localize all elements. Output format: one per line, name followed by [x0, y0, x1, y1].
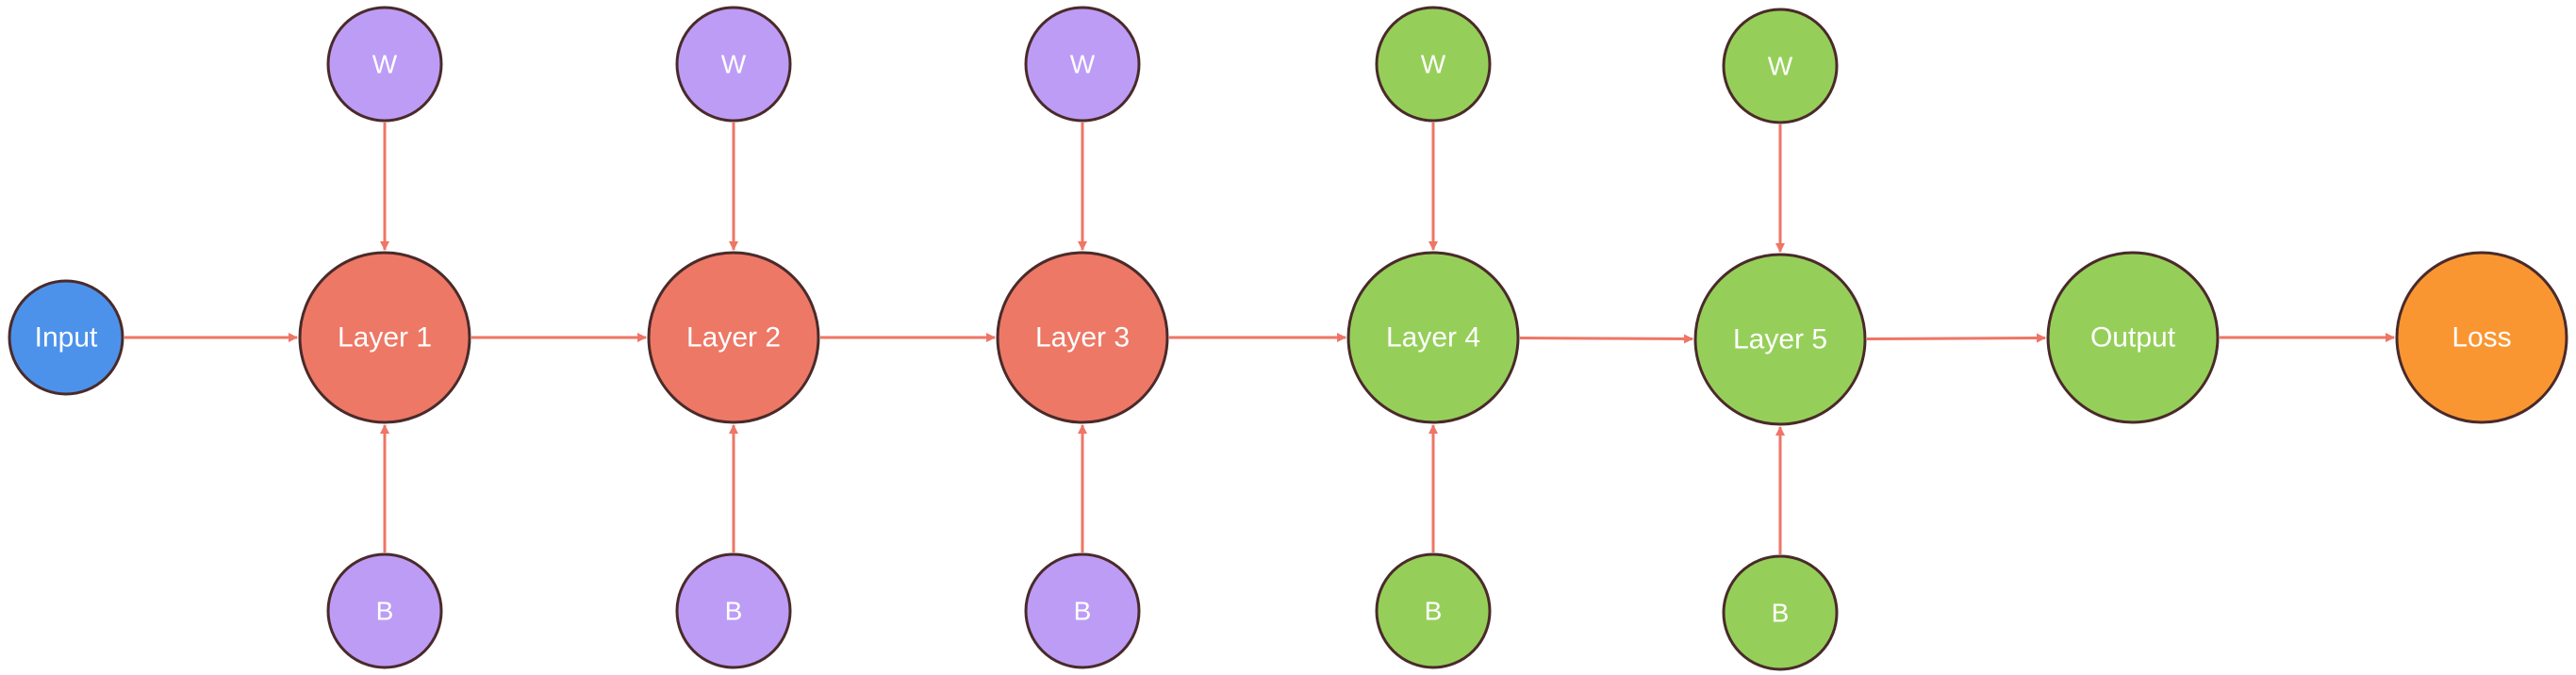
- node-w4-circle: [1375, 6, 1492, 123]
- node-input-circle: [8, 279, 124, 396]
- node-layer4-label: Layer 4: [1386, 322, 1480, 354]
- node-b3: B: [1024, 552, 1141, 669]
- node-b4-circle: [1375, 552, 1492, 669]
- node-layer1: Layer 1: [298, 251, 471, 424]
- node-layer5: Layer 5: [1693, 253, 1867, 426]
- node-output-label: Output: [2090, 322, 2176, 354]
- node-b5: B: [1722, 554, 1839, 671]
- node-w4-label: W: [1421, 50, 1446, 79]
- node-output: Output: [2046, 251, 2220, 424]
- node-input: Input: [8, 279, 124, 396]
- node-layer2-label: Layer 2: [686, 322, 781, 354]
- node-w3-circle: [1024, 6, 1141, 123]
- node-b3-label: B: [1074, 597, 1092, 626]
- node-b5-circle: [1722, 554, 1839, 671]
- node-b4-label: B: [1425, 597, 1443, 626]
- nodes-layer: Input Layer 1 Layer 2 Layer 3 Layer 4 Layer 5…: [8, 6, 2568, 671]
- node-b2-label: B: [725, 597, 743, 626]
- node-b3-circle: [1024, 552, 1141, 669]
- node-loss: Loss: [2395, 251, 2568, 424]
- node-w2-label: W: [721, 50, 747, 79]
- node-w1-label: W: [372, 50, 398, 79]
- node-w5-label: W: [1768, 52, 1793, 81]
- node-w2: W: [675, 6, 792, 123]
- node-layer4-circle: [1346, 251, 1520, 424]
- node-layer3: Layer 3: [996, 251, 1169, 424]
- node-b4: B: [1375, 552, 1492, 669]
- node-input-label: Input: [35, 322, 98, 354]
- node-layer1-label: Layer 1: [338, 322, 432, 354]
- node-w4: W: [1375, 6, 1492, 123]
- edges-layer: [124, 123, 2395, 554]
- node-output-circle: [2046, 251, 2220, 424]
- node-b2-circle: [675, 552, 792, 669]
- node-b5-label: B: [1772, 599, 1790, 628]
- node-w1-circle: [326, 6, 443, 123]
- node-layer2-circle: [647, 251, 820, 424]
- node-layer3-circle: [996, 251, 1169, 424]
- node-w5-circle: [1722, 8, 1839, 124]
- node-layer1-circle: [298, 251, 471, 424]
- node-layer2: Layer 2: [647, 251, 820, 424]
- node-layer4: Layer 4: [1346, 251, 1520, 424]
- node-layer5-label: Layer 5: [1733, 324, 1827, 355]
- node-w1: W: [326, 6, 443, 123]
- node-w5: W: [1722, 8, 1839, 124]
- node-w2-circle: [675, 6, 792, 123]
- node-b1-label: B: [376, 597, 394, 626]
- node-w3: W: [1024, 6, 1141, 123]
- edge-layer4-to-layer5: [1519, 334, 1694, 344]
- node-w3-label: W: [1070, 50, 1096, 79]
- node-b2: B: [675, 552, 792, 669]
- node-loss-circle: [2395, 251, 2568, 424]
- node-b1-circle: [326, 552, 443, 669]
- node-loss-label: Loss: [2452, 322, 2511, 354]
- node-b1: B: [326, 552, 443, 669]
- node-layer5-circle: [1693, 253, 1867, 426]
- node-layer3-label: Layer 3: [1035, 322, 1130, 354]
